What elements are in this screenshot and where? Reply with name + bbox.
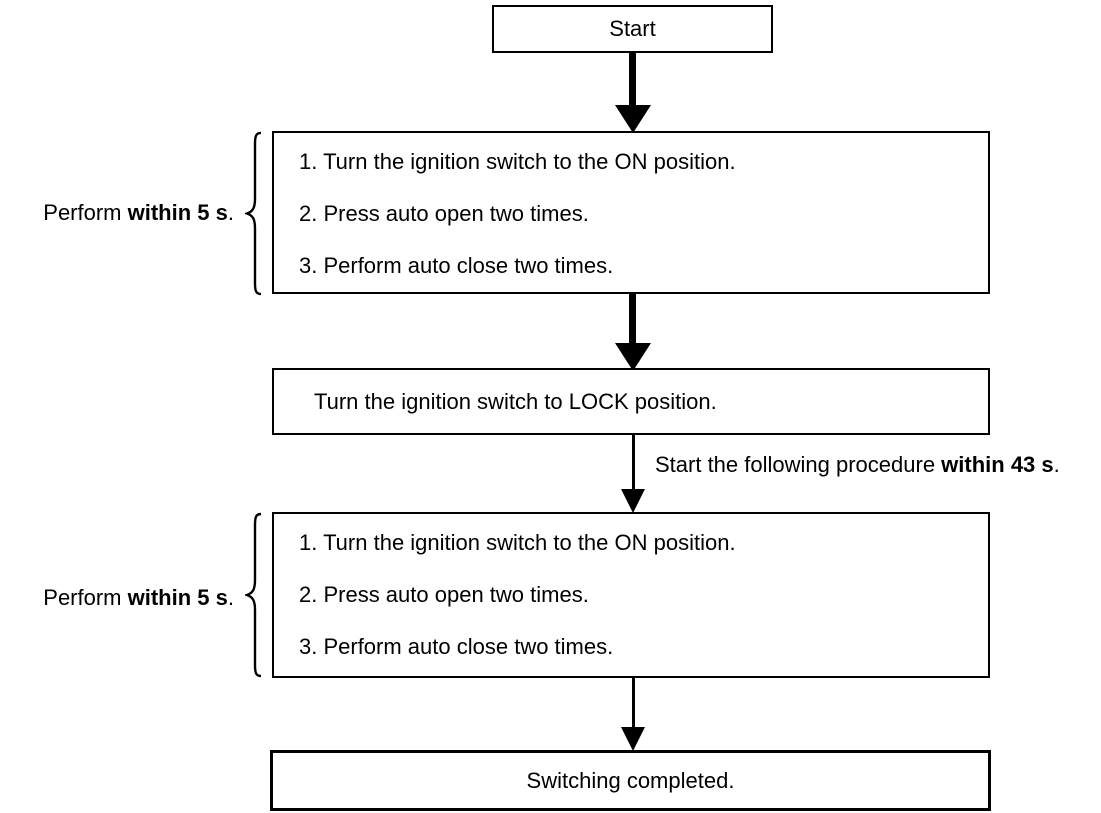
step-item: 3. Perform auto close two times.	[299, 634, 614, 659]
lock-box-label: Turn the ignition switch to LOCK positio…	[314, 388, 717, 414]
arrow-down-head-icon-3	[621, 489, 645, 513]
transition-note-period: .	[1053, 452, 1060, 477]
step-item: 2. Press auto open two times.	[299, 582, 589, 607]
side-note-2-bold: within 5 s	[127, 585, 228, 610]
procedure-box-1: 1. Turn the ignition switch to the ON po…	[272, 131, 990, 294]
curly-brace-icon-2	[245, 512, 262, 678]
step-item: 3. Perform auto close two times.	[299, 253, 614, 278]
procedure-box-2: 1. Turn the ignition switch to the ON po…	[272, 512, 990, 678]
side-note-1-period: .	[227, 200, 234, 225]
side-note-1-text: Perform	[43, 200, 128, 225]
step-item: 1. Turn the ignition switch to the ON po…	[299, 530, 736, 555]
lock-box: Turn the ignition switch to LOCK positio…	[272, 368, 990, 435]
arrow-down-stem-1	[629, 53, 636, 107]
arrow-down-stem-2	[629, 294, 636, 343]
start-node: Start	[492, 5, 773, 53]
start-node-label: Start	[609, 16, 656, 41]
arrow-down-head-icon-4	[621, 727, 645, 751]
arrow-down-head-icon-2	[615, 343, 651, 371]
side-note-1: Perform within 5 s.	[0, 199, 234, 227]
transition-note-bold: within 43 s	[941, 452, 1054, 477]
step-item: 1. Turn the ignition switch to the ON po…	[299, 149, 736, 174]
side-note-2: Perform within 5 s.	[0, 584, 234, 612]
side-note-1-bold: within 5 s	[127, 200, 228, 225]
end-node: Switching completed.	[270, 750, 991, 811]
side-note-2-period: .	[227, 585, 234, 610]
step-item: 2. Press auto open two times.	[299, 201, 589, 226]
transition-note-text: Start the following procedure	[655, 452, 942, 477]
arrow-down-stem-3	[632, 435, 635, 489]
side-note-2-text: Perform	[43, 585, 128, 610]
curly-brace-icon-1	[245, 131, 262, 296]
transition-note: Start the following procedure within 43 …	[655, 451, 1060, 479]
arrow-down-head-icon-1	[615, 105, 651, 133]
arrow-down-stem-4	[632, 678, 635, 727]
end-node-label: Switching completed.	[526, 767, 735, 793]
